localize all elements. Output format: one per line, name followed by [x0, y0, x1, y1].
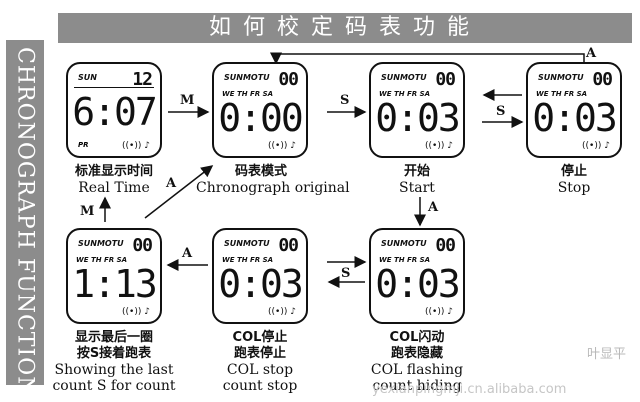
day-indicator: SUNMOTU	[224, 239, 270, 248]
week-indicator: WE TH FR SA	[222, 90, 274, 98]
caption-col-flash: COL闪动 跑表隐藏 COL flashing count hiding	[357, 330, 477, 394]
day-indicator: SUNMOTU	[381, 73, 427, 82]
main-digits: 0:03	[532, 96, 618, 140]
main-digits: 0:03	[218, 262, 304, 306]
top-digits: 00	[435, 69, 456, 90]
caption-zh-1: COL停止	[232, 330, 288, 345]
label-s-start: S	[340, 93, 350, 108]
day-indicator: SUNMOTU	[78, 239, 124, 248]
caption-en-1: COL flashing	[370, 362, 464, 378]
top-digits: 00	[132, 235, 153, 256]
caption-col-stop: COL停止 跑表停止 COL stop count stop	[200, 330, 320, 394]
caption-zh-2: 按S接着跑表	[76, 346, 152, 361]
label-a-top: A	[586, 46, 597, 61]
caption-zh: 停止	[560, 164, 587, 179]
day-indicator: SUNMOTU	[381, 239, 427, 248]
week-indicator: WE TH FR SA	[379, 90, 431, 98]
label-a-diag: A	[166, 176, 177, 191]
label-s-stop: S	[496, 104, 506, 119]
divider	[74, 87, 154, 88]
caption-en: Start	[399, 180, 435, 196]
week-indicator: WE TH FR SA	[76, 256, 128, 264]
label-m-top: M	[180, 93, 195, 108]
main-digits: 1:13	[72, 262, 158, 306]
caption-start: 开始 Start	[367, 164, 467, 196]
week-indicator: WE TH FR SA	[536, 90, 588, 98]
alarm-bell-icons: ((•)) ♪	[122, 307, 150, 317]
caption-zh: 码表模式	[234, 164, 287, 179]
alarm-bell-icons: ((•)) ♪	[122, 141, 150, 151]
caption-en: Stop	[557, 180, 591, 196]
caption-zh-1: COL闪动	[389, 330, 445, 345]
week-indicator: WE TH FR SA	[222, 256, 274, 264]
caption-zh: 开始	[403, 164, 430, 179]
pr-indicator: PR	[78, 141, 89, 149]
label-s-col: S	[341, 266, 351, 281]
top-digits: 00	[278, 69, 299, 90]
caption-en-1: Showing the last	[54, 362, 174, 378]
watch-screen-col-stop: SUNMOTU 00 WE TH FR SA 0:03 ((•)) ♪	[212, 228, 308, 324]
week-indicator: WE TH FR SA	[379, 256, 431, 264]
watch-screen-start: SUNMOTU 00 WE TH FR SA 0:03 ((•)) ♪	[369, 62, 465, 158]
caption-en-2: count hiding	[372, 378, 462, 394]
alarm-bell-icons: ((•)) ♪	[268, 141, 296, 151]
watermark-url: yexianpingmji.cn.alibaba.com	[372, 382, 567, 397]
label-a-down: A	[428, 200, 439, 215]
main-digits: 6:07	[72, 90, 158, 134]
caption-en: Real Time	[78, 180, 150, 196]
caption-stop: 停止 Stop	[524, 164, 624, 196]
main-digits: 0:03	[375, 262, 461, 306]
caption-real-time: 标准显示时间 Real Time	[54, 164, 174, 196]
side-bar	[6, 40, 44, 385]
top-digits: 00	[592, 69, 613, 90]
watch-screen-stop: SUNMOTU 00 WE TH FR SA 0:03 ((•)) ♪	[526, 62, 622, 158]
caption-chrono-original: 码表模式 Chronograph original	[196, 164, 350, 196]
top-digits: 12	[132, 69, 153, 90]
watch-screen-show-last: SUNMOTU 00 WE TH FR SA 1:13 ((•)) ♪	[66, 228, 162, 324]
caption-zh-2: 跑表隐藏	[390, 346, 443, 361]
day-indicator: SUNMOTU	[538, 73, 584, 82]
alarm-bell-icons: ((•)) ♪	[582, 141, 610, 151]
label-m-up: M	[80, 204, 95, 219]
caption-en-2: count stop	[222, 378, 298, 394]
caption-en-2: count S for count	[52, 378, 176, 394]
caption-zh: 标准显示时间	[74, 164, 153, 179]
caption-show-last: 显示最后一圈 按S接着跑表 Showing the last count S f…	[44, 330, 184, 394]
alarm-bell-icons: ((•)) ♪	[425, 307, 453, 317]
label-a-left: A	[182, 246, 193, 261]
caption-en-1: COL stop	[226, 362, 294, 378]
watch-screen-col-flash: SUNMOTU 00 WE TH FR SA 0:03 ((•)) ♪	[369, 228, 465, 324]
top-digits: 00	[278, 235, 299, 256]
caption-zh-1: 显示最后一圈	[74, 330, 153, 345]
main-digits: 0:03	[375, 96, 461, 140]
arrow-a-top	[270, 52, 585, 65]
alarm-bell-icons: ((•)) ♪	[268, 307, 296, 317]
watch-screen-chrono-original: SUNMOTU 00 WE TH FR SA 0:00 ((•)) ♪	[212, 62, 308, 158]
caption-zh-2: 跑表停止	[233, 346, 286, 361]
arrow-a-diag	[144, 165, 214, 219]
watermark: 叶显平	[586, 347, 626, 362]
caption-en: Chronograph original	[196, 180, 350, 196]
alarm-bell-icons: ((•)) ♪	[425, 141, 453, 151]
day-indicator: SUN	[78, 73, 97, 82]
banner-title: 如何校定码表功能	[58, 13, 632, 43]
watch-screen-real-time: SUN 12 6:07 PR ((•)) ♪	[66, 62, 162, 158]
main-digits: 0:00	[218, 96, 304, 140]
day-indicator: SUNMOTU	[224, 73, 270, 82]
top-digits: 00	[435, 235, 456, 256]
